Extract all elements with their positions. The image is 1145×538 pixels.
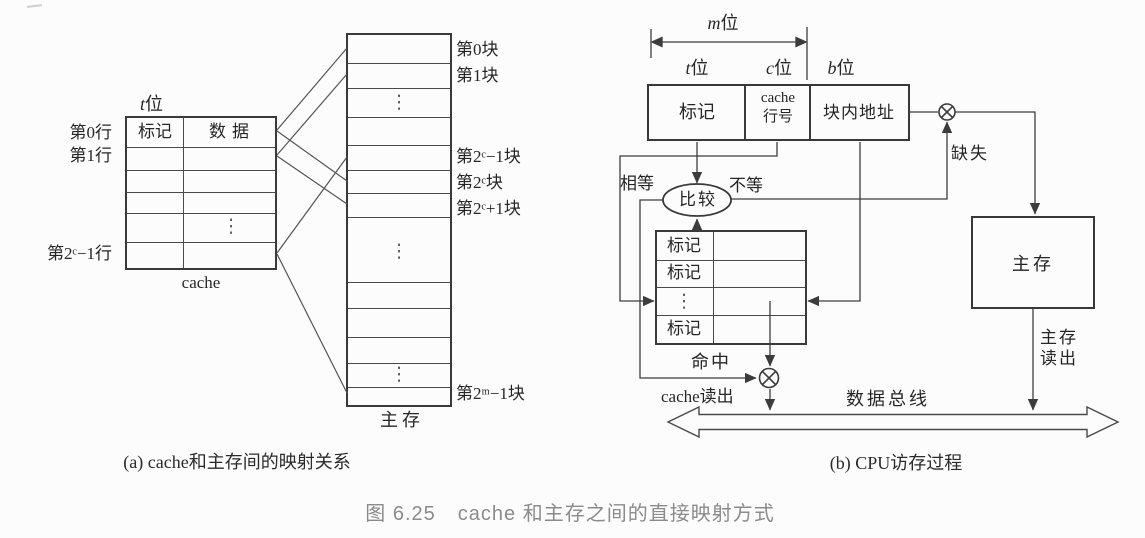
b-suffix: 位 [836,58,855,78]
data-bus-arrow [666,405,1120,439]
cache-dots: ⋮ [223,214,239,238]
cache-tag-header: 标记 [138,122,172,141]
cache-table [125,116,277,270]
b-var: b [827,58,837,78]
main-memory-box: 主存 [971,216,1095,309]
caption-part-a: (a) cache和主存间的映射关系 [123,452,351,472]
and-gate-hit-icon [758,367,780,389]
b-bits-label: b位 [828,58,855,78]
c-suffix: 位 [774,58,792,78]
block-label-0: 第0块 [456,40,499,59]
signal-lines [619,111,1041,411]
memory-row-divider [348,63,450,64]
memory-row-divider [348,363,450,364]
tag-row-3: 标记 [667,319,701,338]
block-label-2c: 第2ᶜ块 [456,173,503,192]
and-gate-miss-icon [938,103,956,121]
main-memory-label-a: 主存 [380,410,424,430]
cache-row-divider [127,213,275,214]
m-var: m [707,13,721,33]
mem-read-label-2: 读出 [1040,349,1078,368]
cache-col-divider [183,118,184,268]
equal-label: 相等 [620,174,654,193]
miss-label: 缺失 [951,144,989,163]
data-bus-label: 数据总线 [846,389,930,409]
c-bits-label: c位 [766,58,792,78]
t-bits-label-a: t位 [140,94,163,114]
memory-row-divider [348,88,450,89]
t-suffix: 位 [145,94,164,114]
tag-col-divider [713,232,714,343]
rowno-line2: 行号 [762,109,794,125]
mem-read-label-1: 主存 [1040,328,1078,347]
cache-row-divider [127,170,275,171]
t-var-b: t [685,58,691,78]
memory-row-divider [348,117,450,118]
cache-row-label-last: 第2ᶜ−1行 [47,244,112,263]
m-bits-label: m位 [708,13,739,33]
figure-title: cache 和主存之间的直接映射方式 [457,503,775,525]
block-label-1: 第1块 [456,66,499,85]
tag-table-dots: ⋮ [676,289,692,313]
main-memory-box-label: 主存 [1012,253,1054,274]
cache-row-divider [127,192,275,193]
main-memory-table [346,33,452,407]
memory-row-divider [348,193,450,194]
tag-row-1: 标记 [667,263,701,282]
memory-row-divider [348,170,450,171]
block-label-2m-1: 第2ᵐ−1块 [456,384,525,403]
hit-label: 命中 [691,352,731,372]
tag-row-0: 标记 [667,236,701,255]
cache-row-label-1: 第1行 [69,146,113,165]
block-label-2c-1: 第2ᶜ−1块 [456,147,521,166]
tag-row-divider [657,260,805,261]
memory-row-divider [348,337,450,338]
not-equal-label: 不等 [729,176,763,195]
c-var: c [766,58,774,78]
cache-label: cache [181,273,221,292]
register-tag-field: 标记 [679,102,715,122]
memory-dots-3: ⋮ [391,362,407,386]
cache-row-divider [127,147,275,148]
cache-row-divider [127,242,275,243]
memory-dots-1: ⋮ [391,90,407,114]
memory-row-divider [348,387,450,388]
mapping-lines [276,47,348,394]
m-suffix: 位 [720,13,739,33]
block-label-2c+1: 第2ᶜ+1块 [456,199,521,218]
figure-number: 图 6.25 [365,503,436,525]
tag-row-divider [657,287,805,288]
register-rowno-field: cache 行号 [761,89,795,127]
t-bits-label-b: t位 [685,58,708,78]
memory-row-divider [348,308,450,309]
cache-row-label-0: 第0行 [69,123,113,142]
register-divider-2 [809,86,811,139]
tag-table [655,230,807,345]
register-divider-1 [744,86,746,139]
figure-caption: 图 6.25 cache 和主存之间的直接映射方式 [365,497,774,526]
register-offset-field: 块内地址 [823,103,895,122]
rowno-line1: cache [760,90,796,106]
cache-data-header: 数据 [209,122,255,141]
m-bits-arrow [650,27,808,80]
memory-dots-2: ⋮ [391,239,407,263]
memory-row-divider [348,282,450,283]
compare-label: 比较 [679,190,717,209]
t-suffix-b: 位 [690,58,709,78]
memory-row-divider [348,217,450,218]
cache-read-label: cache读出 [661,387,734,406]
caption-part-b: (b) CPU访存过程 [829,453,963,473]
t-var: t [140,94,146,114]
memory-row-divider [348,145,450,146]
tag-row-divider [657,315,805,316]
